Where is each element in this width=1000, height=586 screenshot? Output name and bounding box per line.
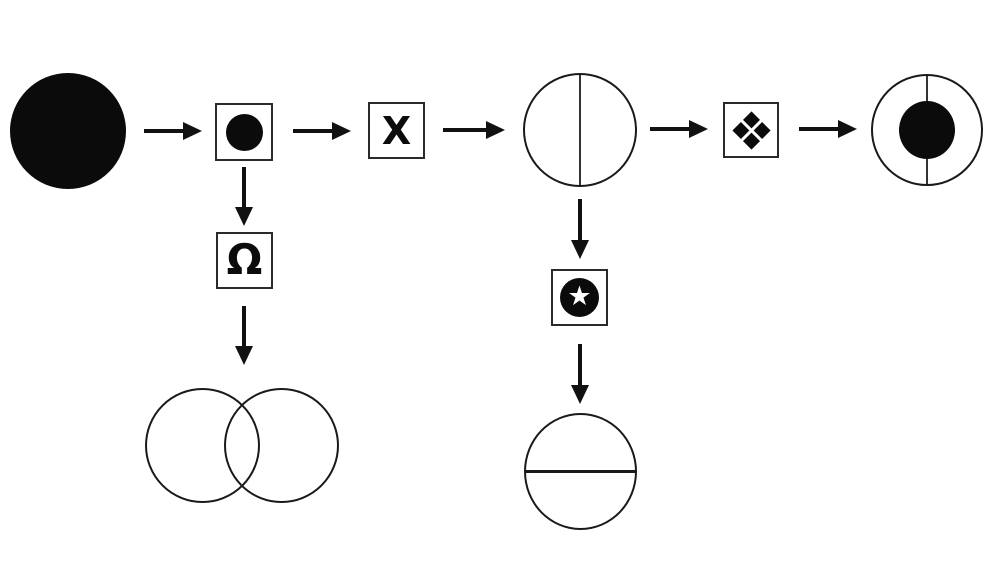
horizontal-chord-line xyxy=(526,469,635,473)
operator-box-diamond xyxy=(723,102,779,158)
bullseye-node xyxy=(871,74,983,186)
arrow-dot-to-x xyxy=(293,122,351,140)
operator-box-x: X xyxy=(368,102,425,159)
venn-right-circle xyxy=(224,388,339,503)
operator-box-star: ★ xyxy=(551,269,608,326)
circle-horizontal-line-node xyxy=(524,413,637,530)
arrow-dot-to-omega xyxy=(235,167,253,226)
filled-dot-icon xyxy=(225,113,263,151)
start-node-filled-circle xyxy=(10,73,126,189)
circle-vertical-line-node xyxy=(523,73,637,187)
four-diamonds-icon xyxy=(731,110,771,150)
operator-omega-label: Ω xyxy=(226,234,263,284)
operator-x-label: X xyxy=(381,108,412,153)
arrow-circle-to-star xyxy=(571,199,589,259)
arrow-diamond-to-bullseye xyxy=(799,120,857,138)
arrow-star-to-circle xyxy=(571,344,589,404)
arrow-circle-to-diamond xyxy=(650,120,708,138)
operator-box-omega: Ω xyxy=(216,232,273,289)
star-glyph: ★ xyxy=(567,280,592,312)
star-in-circle-icon: ★ xyxy=(560,278,599,317)
vertical-chord-line xyxy=(579,75,581,185)
arrow-omega-to-venn xyxy=(235,306,253,365)
arrow-x-to-circle xyxy=(443,121,505,139)
black-center-disc xyxy=(899,101,955,159)
arrow-start-to-dot xyxy=(144,122,202,140)
operator-box-dot xyxy=(215,103,273,161)
